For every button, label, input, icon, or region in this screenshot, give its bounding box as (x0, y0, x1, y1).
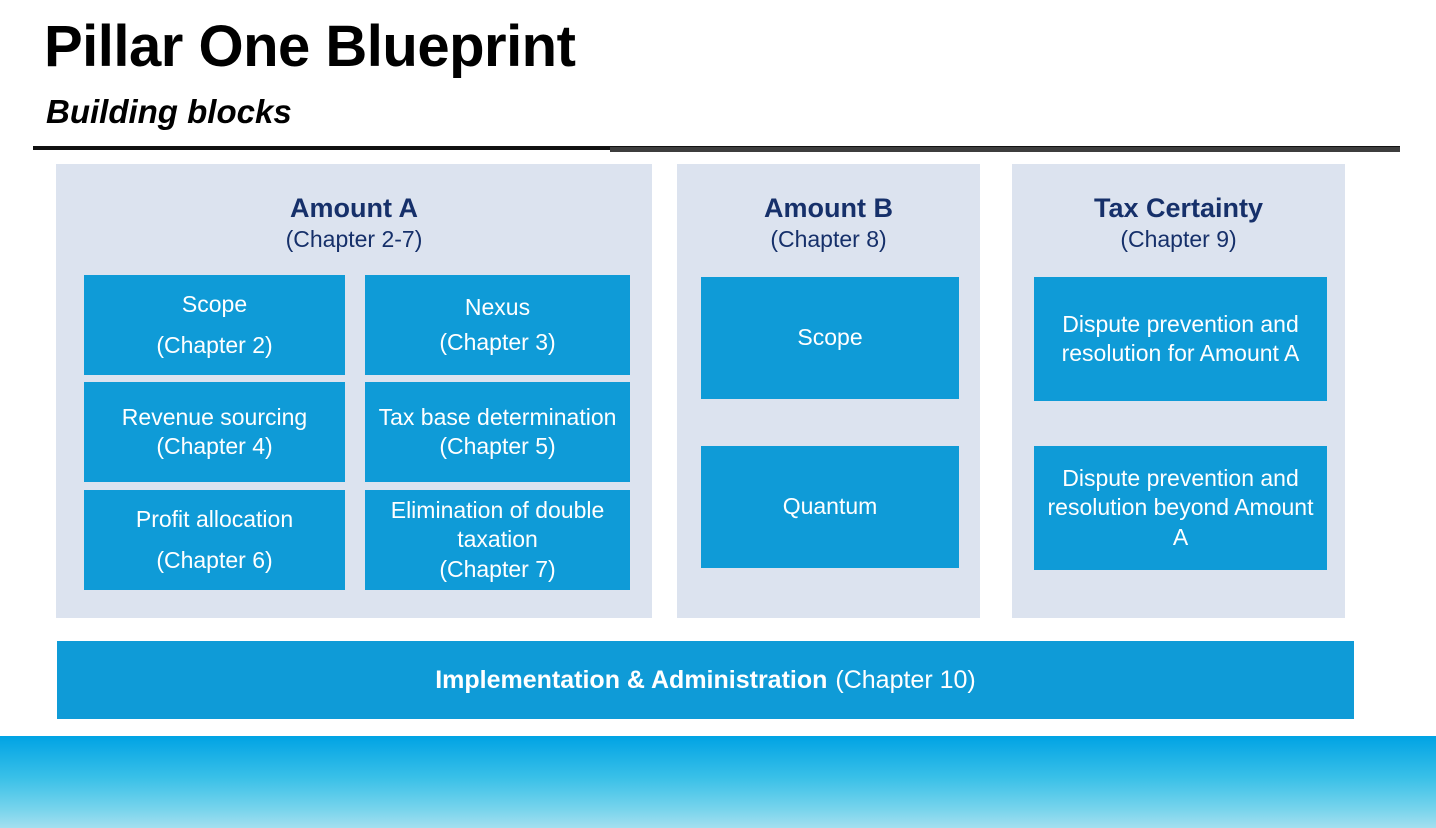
block-profit-allocation-chapter-6[interactable]: Profit allocation (Chapter 6) (84, 490, 345, 590)
implementation-administration-bar[interactable]: Implementation & Administration (Chapter… (57, 641, 1354, 719)
panel-amount-b-header: Amount B (Chapter 8) (677, 164, 980, 254)
block-dispute-prevention-for-amount-a[interactable]: Dispute prevention and resolution for Am… (1034, 277, 1327, 401)
block-dispute-prevention-beyond-amount-a-label: Dispute prevention and resolution beyond… (1047, 464, 1314, 550)
block-dispute-prevention-beyond-amount-a[interactable]: Dispute prevention and resolution beyond… (1034, 446, 1327, 570)
block-amount-b-scope[interactable]: Scope (701, 277, 959, 399)
implementation-administration-chapter: (Chapter 10) (835, 665, 976, 694)
block-dispute-prevention-for-amount-a-label: Dispute prevention and resolution for Am… (1061, 310, 1300, 366)
panel-tax-certainty-title: Tax Certainty (1093, 193, 1264, 223)
block-tax-base-determination-label: Tax base determination (378, 403, 617, 430)
page-title: Pillar One Blueprint (44, 14, 576, 79)
block-amount-b-quantum[interactable]: Quantum (701, 446, 959, 568)
block-tax-base-determination-chapter-5[interactable]: Tax base determination (Chapter 5) (365, 382, 630, 482)
block-scope-label: Scope (181, 290, 248, 317)
block-elimination-double-taxation-chapter: (Chapter 7) (439, 555, 556, 582)
block-amount-b-quantum-label: Quantum (782, 493, 878, 520)
block-amount-b-scope-label: Scope (797, 324, 863, 351)
block-tax-base-determination-chapter: (Chapter 5) (439, 433, 556, 459)
implementation-administration-label: Implementation & Administration (435, 665, 828, 694)
panel-tax-certainty-header: Tax Certainty (Chapter 9) (1012, 164, 1345, 254)
block-revenue-sourcing-label: Revenue sourcing (121, 403, 308, 430)
panel-amount-a-title: Amount A (290, 193, 418, 223)
panel-amount-a-header: Amount A (Chapter 2-7) (56, 164, 652, 254)
block-elimination-double-taxation-chapter-7[interactable]: Elimination of double taxation (Chapter … (365, 490, 630, 590)
block-revenue-sourcing-chapter: (Chapter 4) (156, 433, 273, 459)
block-elimination-double-taxation-label: Elimination of double taxation (390, 496, 605, 553)
block-nexus-chapter: (Chapter 3) (439, 329, 556, 355)
panel-amount-b-chapter: (Chapter 8) (770, 226, 887, 253)
panel-amount-b: Amount B (Chapter 8) Scope Quantum (677, 164, 980, 618)
panel-tax-certainty-chapter: (Chapter 9) (1120, 226, 1237, 253)
panel-amount-a: Amount A (Chapter 2-7) Scope (Chapter 2)… (56, 164, 652, 618)
block-scope-chapter: (Chapter 2) (156, 332, 273, 358)
panel-amount-a-chapter: (Chapter 2-7) (285, 226, 423, 253)
block-profit-allocation-label: Profit allocation (135, 505, 294, 532)
block-scope-chapter-2[interactable]: Scope (Chapter 2) (84, 275, 345, 375)
block-profit-allocation-chapter: (Chapter 6) (156, 547, 273, 573)
block-nexus-label: Nexus (464, 293, 531, 320)
block-revenue-sourcing-chapter-4[interactable]: Revenue sourcing (Chapter 4) (84, 382, 345, 482)
footer-band: 23 (0, 736, 1436, 828)
panel-amount-b-title: Amount B (764, 193, 893, 223)
header-divider-right (610, 147, 1400, 152)
panel-tax-certainty: Tax Certainty (Chapter 9) Dispute preven… (1012, 164, 1345, 618)
block-nexus-chapter-3[interactable]: Nexus (Chapter 3) (365, 275, 630, 375)
page-subtitle: Building blocks (46, 93, 292, 130)
